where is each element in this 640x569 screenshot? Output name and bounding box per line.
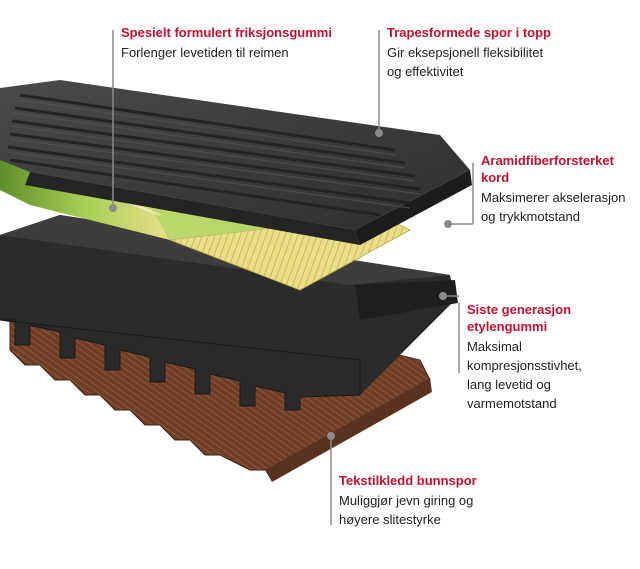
callout-desc-line: Muliggjør jevn giring og [339,493,474,508]
leader-dot-ethylene-rubber [439,292,447,300]
callout-title: Trapesformede spor i topp [387,25,551,40]
callout-desc: Muliggjør jevn giring og høyere slitesty… [339,491,477,529]
callout-title-line: etylengummi [467,319,548,334]
callout-ethylene-rubber: Siste generasjon etylengummi Maksimal ko… [467,301,640,413]
leader-dot-friction-rubber [109,204,117,212]
callout-trapezoid-grooves: Trapesformede spor i topp Gir eksepsjone… [387,24,551,81]
callout-desc: Forlenger levetiden til reimen [121,43,332,62]
callout-title-line: kord [481,170,510,185]
callout-desc-line: Gir eksepsjonell fleksibilitet [387,45,544,60]
callout-title: Spesielt formulert friksjonsgummi [121,25,332,40]
callout-title: Siste generasjon etylengummi [467,301,640,335]
callout-desc-line: lang levetid og varmemotstand [467,377,557,411]
callout-desc-line: Forlenger levetiden til reimen [121,45,289,60]
friction-rubber-top-layer [0,80,472,245]
callout-textile-bottom: Tekstilkledd bunnspor Muliggjør jevn gir… [339,472,477,529]
callout-desc-line: høyere slitestyrke [339,512,441,527]
callout-desc-line: Maksimal kompresjonsstivhet, [467,339,582,373]
callout-title: Tekstilkledd bunnspor [339,473,477,488]
leader-dot-trapezoid-grooves [375,129,383,137]
callout-desc-line: og trykkmotstand [481,209,580,224]
callout-title-line: Aramidfiberforsterket [481,153,614,168]
leader-lines [109,30,474,525]
callout-friction-rubber: Spesielt formulert friksjonsgummi Forlen… [121,24,332,62]
callout-aramid-cord: Aramidfiberforsterket kord Maksimerer ak… [481,152,626,226]
callout-title: Aramidfiberforsterket kord [481,152,626,186]
leader-dot-aramid-cord [444,220,452,228]
callout-desc-line: Maksimerer akselerasjon [481,190,626,205]
callout-desc: Gir eksepsjonell fleksibilitet og effekt… [387,43,551,81]
leader-dot-textile-bottom [327,432,335,440]
callout-title-line: Siste generasjon [467,302,572,317]
callout-desc: Maksimerer akselerasjon og trykkmotstand [481,188,626,226]
callout-desc: Maksimal kompresjonsstivhet, lang leveti… [467,337,640,413]
callout-desc-line: og effektivitet [387,64,464,79]
